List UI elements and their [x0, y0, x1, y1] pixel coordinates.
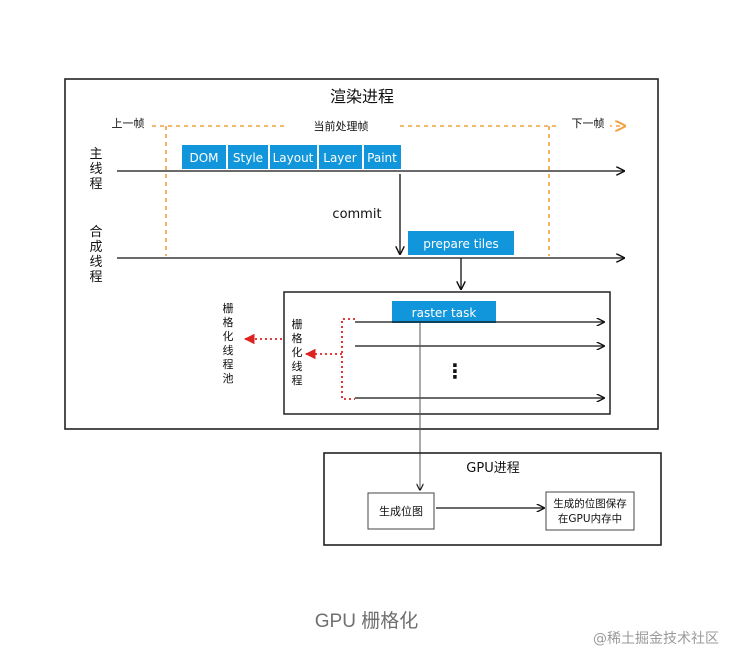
stage-style [228, 145, 268, 169]
svg-text:池: 池 [223, 372, 234, 385]
svg-text:程: 程 [89, 270, 102, 285]
commit-label: commit [332, 207, 381, 222]
svg-text:化: 化 [292, 345, 303, 359]
svg-text:格: 格 [223, 315, 234, 329]
prepare-tiles-box [408, 231, 514, 255]
current-frame-label: 当前处理帧 [314, 119, 369, 133]
raster-task-box [392, 301, 496, 323]
render-process-title: 渲染进程 [330, 87, 394, 106]
render-process-box [64, 78, 659, 430]
save-bitmap-label-line2: 在GPU内存中 [558, 512, 622, 525]
prev-frame-label: 上一帧 [112, 116, 145, 130]
svg-text:线: 线 [89, 162, 102, 177]
svg-text:格: 格 [292, 331, 303, 345]
compositor-thread-label: 合 成 线 程 [89, 225, 102, 285]
main-thread-label: 主 线 程 [89, 147, 102, 192]
svg-text:程: 程 [89, 177, 102, 192]
raster-pool-label: 栅 格 化 线 程 池 [223, 301, 234, 385]
prepare-tiles-label: prepare tiles [423, 237, 499, 251]
stage-layer-label: Layer [323, 151, 357, 165]
pipeline-stages: DOM Style Layout Layer Paint [182, 145, 401, 169]
raster-threads-ellipsis: ⋮ [445, 359, 465, 383]
svg-text:化: 化 [223, 329, 234, 343]
gpu-process-title: GPU进程 [466, 461, 519, 476]
svg-text:合: 合 [89, 225, 102, 240]
stage-paint [364, 145, 401, 169]
figure-caption: GPU 栅格化 [314, 611, 419, 632]
generate-bitmap-box [367, 492, 435, 530]
svg-text:程: 程 [292, 374, 303, 387]
stage-layout-label: Layout [273, 151, 314, 165]
watermark: @稀土掘金技术社区 [593, 631, 719, 647]
raster-pool-box [283, 291, 611, 415]
stage-paint-label: Paint [367, 151, 397, 165]
svg-text:栅: 栅 [292, 317, 303, 331]
svg-text:线: 线 [223, 343, 234, 357]
raster-thread-inner-label: 栅 格 化 线 程 [292, 317, 303, 387]
svg-text:线: 线 [89, 255, 102, 270]
svg-text:线: 线 [292, 359, 303, 373]
raster-thread-bracket [341, 318, 355, 400]
stage-dom-label: DOM [189, 151, 218, 165]
save-bitmap-label-line1: 生成的位图保存 [553, 497, 627, 510]
gpu-process-box [323, 452, 662, 546]
svg-text:程: 程 [223, 358, 234, 371]
stage-layout [270, 145, 317, 169]
generate-bitmap-label: 生成位图 [379, 504, 423, 518]
raster-task-label: raster task [412, 306, 477, 320]
stage-layer [319, 145, 362, 169]
svg-text:主: 主 [89, 147, 102, 162]
stage-style-label: Style [233, 151, 263, 165]
save-bitmap-box [545, 491, 635, 531]
next-frame-label: 下一帧 [572, 116, 605, 130]
svg-text:栅: 栅 [223, 301, 234, 315]
svg-text:成: 成 [89, 240, 102, 255]
stage-dom [182, 145, 226, 169]
